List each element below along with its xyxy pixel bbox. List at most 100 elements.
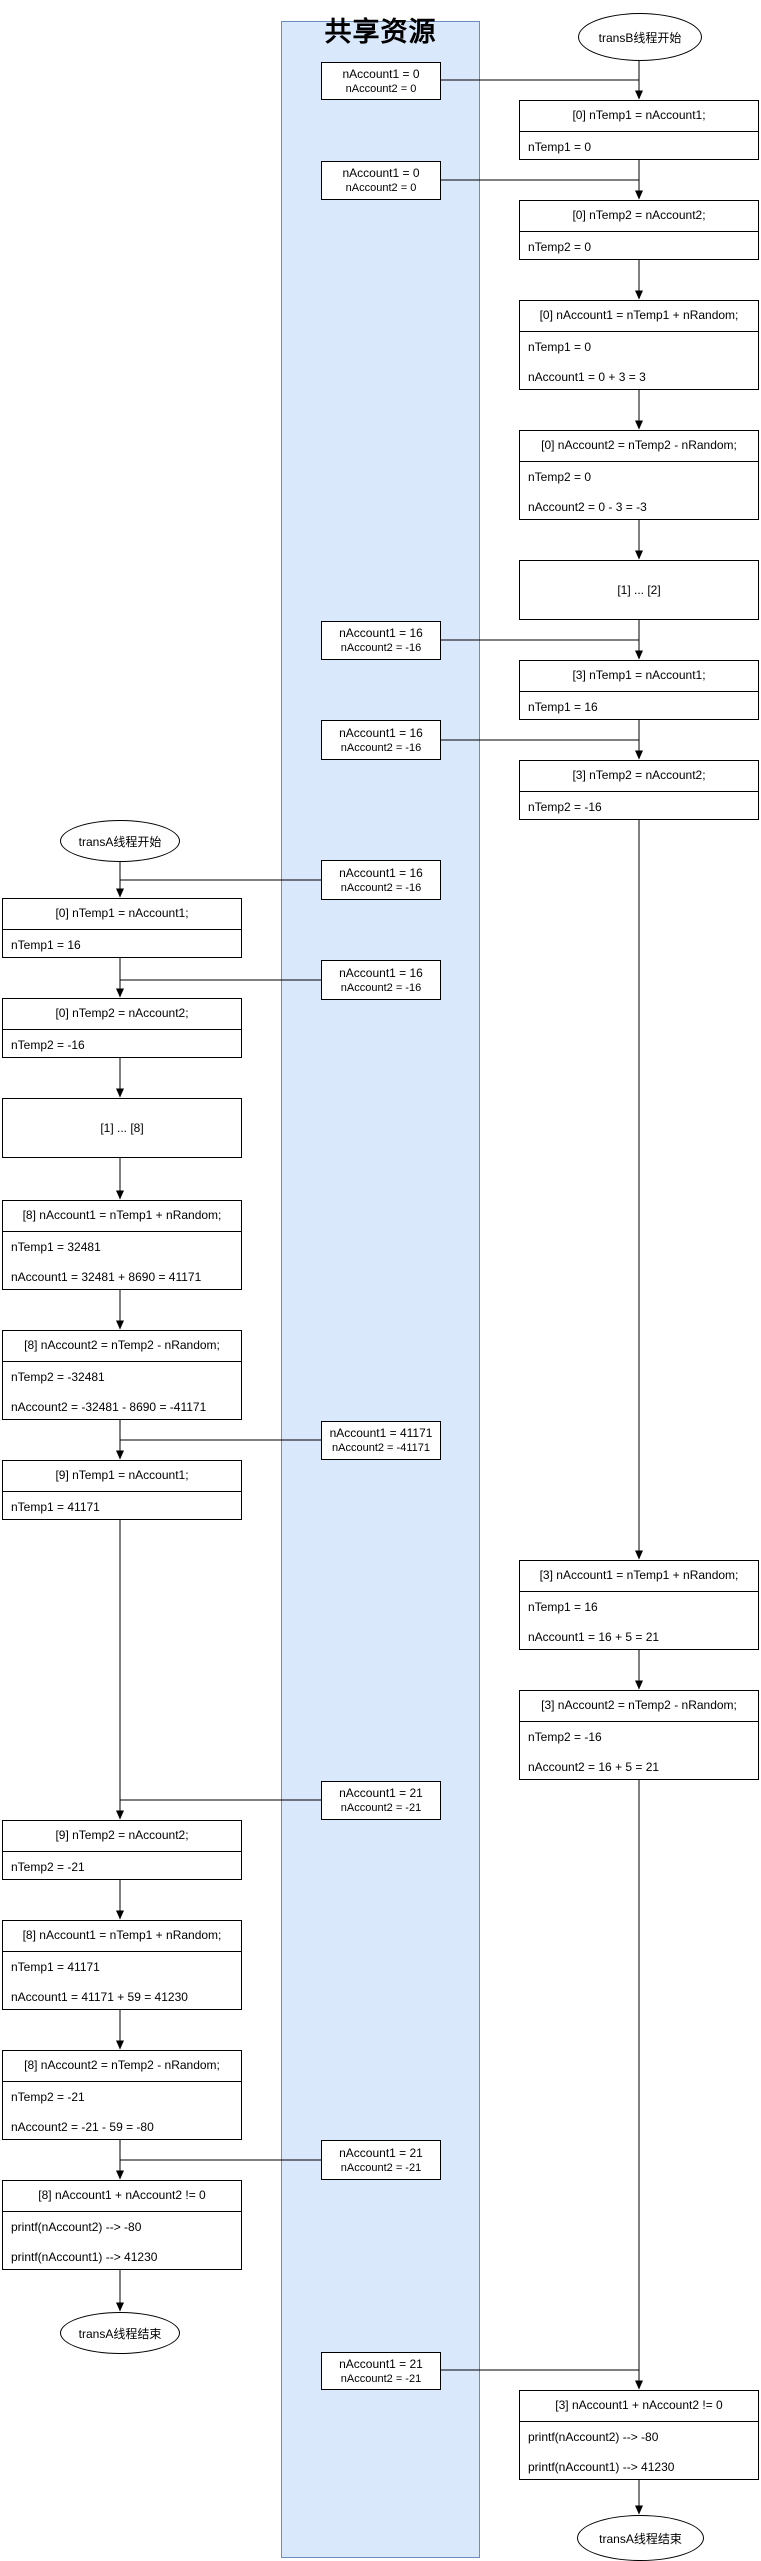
process-box-title: [8] nAccount1 = nTemp1 + nRandom; xyxy=(3,1921,241,1952)
process-box-transA-6: [9] nTemp2 = nAccount2; nTemp2 = -21 xyxy=(2,1820,242,1880)
process-box-line: nAccount1 = 0 + 3 = 3 xyxy=(528,370,646,384)
process-box-title: [3] nAccount1 + nAccount2 != 0 xyxy=(520,2391,758,2422)
process-box-title: [0] nTemp2 = nAccount2; xyxy=(3,999,241,1030)
process-box-transB-6: [3] nTemp2 = nAccount2; nTemp2 = -16 xyxy=(519,760,759,820)
process-box-title: [8] nAccount2 = nTemp2 - nRandom; xyxy=(3,1331,241,1362)
process-box-line: nTemp1 = 32481 xyxy=(11,1240,101,1254)
shared-value-line: nAccount2 = -16 xyxy=(340,741,422,754)
process-box-transB-4: [1] ... [2] xyxy=(519,560,759,620)
shared-value-line: nAccount1 = 16 xyxy=(339,965,423,980)
shared-value-line: nAccount2 = 0 xyxy=(345,182,417,194)
process-box-title: [0] nTemp1 = nAccount1; xyxy=(520,101,758,132)
process-box-line: nTemp2 = -16 xyxy=(11,1038,85,1052)
process-box-transA-1: [0] nTemp2 = nAccount2; nTemp2 = -16 xyxy=(2,998,242,1058)
process-box-line: nTemp2 = -16 xyxy=(528,1730,602,1744)
process-box-transA-7: [8] nAccount1 = nTemp1 + nRandom; nTemp1 … xyxy=(2,1920,242,2010)
process-box-transB-2: [0] nAccount1 = nTemp1 + nRandom; nTemp1 … xyxy=(519,300,759,390)
process-box-transA-8: [8] nAccount2 = nTemp2 - nRandom; nTemp2 … xyxy=(2,2050,242,2140)
process-box-transA-3: [8] nAccount1 = nTemp1 + nRandom; nTemp1 … xyxy=(2,1200,242,1290)
process-box-title: [0] nTemp1 = nAccount1; xyxy=(3,899,241,930)
shared-value-line: nAccount2 = 0 xyxy=(345,82,417,95)
shared-value-line: nAccount1 = 21 xyxy=(339,1786,423,1800)
process-box-line: nTemp1 = 0 xyxy=(528,140,592,154)
process-box-transB-0: [0] nTemp1 = nAccount1; nTemp1 = 0 xyxy=(519,100,759,160)
process-box-line: nTemp1 = 0 xyxy=(528,340,592,354)
process-box-title: [3] nTemp2 = nAccount2; xyxy=(520,761,758,792)
shared-value-line: nAccount1 = 21 xyxy=(339,2356,423,2371)
process-box-title: [0] nAccount2 = nTemp2 - nRandom; xyxy=(520,431,758,462)
process-box-line: nAccount1 = 32481 + 8690 = 41171 xyxy=(11,1270,202,1284)
shared-value-line: nAccount1 = 16 xyxy=(339,626,423,640)
shared-value-line: nAccount2 = -41171 xyxy=(332,1442,430,1454)
process-box-title: [3] nAccount1 = nTemp1 + nRandom; xyxy=(520,1561,758,1592)
process-box-title: [8] nAccount2 = nTemp2 - nRandom; xyxy=(3,2051,241,2082)
process-box-line: nTemp2 = -21 xyxy=(11,1860,85,1874)
process-box-title: [8] nAccount1 + nAccount2 != 0 xyxy=(3,2181,241,2212)
shared-resources-region xyxy=(281,21,480,2558)
ellipse-transB-start: transB线程开始 xyxy=(578,13,702,61)
process-box-title: [0] nTemp2 = nAccount2; xyxy=(520,201,758,232)
shared-value-line: nAccount1 = 0 xyxy=(342,166,420,180)
process-box-line: printf(nAccount2) --> -80 xyxy=(11,2220,142,2234)
process-box-transA-5: [9] nTemp1 = nAccount1; nTemp1 = 41171 xyxy=(2,1460,242,1520)
shared-value-line: nAccount1 = 21 xyxy=(339,2145,423,2160)
process-box-line: nTemp1 = 41171 xyxy=(11,1960,100,1974)
process-box-line: nAccount2 = 16 + 5 = 21 xyxy=(528,1760,660,1774)
process-box-transB-9: [3] nAccount1 + nAccount2 != 0 printf(nAc… xyxy=(519,2390,759,2480)
process-box-transB-3: [0] nAccount2 = nTemp2 - nRandom;nTemp2 … xyxy=(519,430,759,520)
shared-value-line: nAccount2 = -16 xyxy=(340,642,422,654)
process-box-line: nTemp2 = -32481 xyxy=(11,1370,105,1384)
process-box-line: nTemp1 = 41171 xyxy=(11,1500,100,1514)
process-box-transA-2: [1] ... [8] xyxy=(2,1098,242,1158)
process-box-line: nAccount1 = 16 + 5 = 21 xyxy=(528,1630,660,1644)
shared-value-box-7: nAccount1 = 21 nAccount2 = -21 xyxy=(321,1781,441,1820)
process-box-transB-5: [3] nTemp1 = nAccount1; nTemp1 = 16 xyxy=(519,660,759,720)
process-box-line: nTemp2 = -21 xyxy=(11,2090,85,2104)
process-box-title: [3] nTemp1 = nAccount1; xyxy=(520,661,758,692)
process-box-title: [8] nAccount1 = nTemp1 + nRandom; xyxy=(3,1201,241,1232)
shared-value-box-6: nAccount1 = 41171 nAccount2 = -41171 xyxy=(321,1421,441,1460)
process-box-title: [0] nAccount1 = nTemp1 + nRandom; xyxy=(520,301,758,332)
process-box-line: printf(nAccount1) --> 41230 xyxy=(11,2250,158,2264)
shared-value-line: nAccount2 = -21 xyxy=(340,1802,422,1814)
shared-value-line: nAccount2 = -21 xyxy=(340,2161,422,2174)
process-box-line: nTemp2 = 0 xyxy=(528,240,592,254)
process-box-line: printf(nAccount1) --> 41230 xyxy=(528,2460,675,2474)
process-box-title: [3] nAccount2 = nTemp2 - nRandom; xyxy=(520,1691,758,1722)
process-box-title: [1] ... [8] xyxy=(100,1120,144,1135)
shared-value-line: nAccount1 = 16 xyxy=(339,865,423,880)
process-box-line: nTemp2 = -16 xyxy=(528,800,602,814)
process-box-transB-1: [0] nTemp2 = nAccount2; nTemp2 = 0 xyxy=(519,200,759,260)
process-box-transA-4: [8] nAccount2 = nTemp2 - nRandom; nTemp2 … xyxy=(2,1330,242,1420)
shared-value-line: nAccount1 = 0 xyxy=(342,66,420,81)
shared-value-line: nAccount2 = -16 xyxy=(340,881,422,894)
process-box-line: nAccount2 = 0 - 3 = -3 xyxy=(528,500,647,514)
process-box-line: nAccount1 = 41171 + 59 = 41230 xyxy=(11,1990,188,2004)
process-box-line: nTemp1 = 16 xyxy=(11,938,81,952)
process-box-line: nAccount2 = -21 - 59 = -80 xyxy=(11,2120,154,2134)
process-box-title: [9] nTemp2 = nAccount2; xyxy=(3,1821,241,1852)
ellipse-transB-end: transA线程结束 xyxy=(577,2515,704,2561)
process-box-transA-9: [8] nAccount1 + nAccount2 != 0 printf(nAc… xyxy=(2,2180,242,2270)
shared-value-line: nAccount2 = -21 xyxy=(340,2372,422,2385)
shared-value-line: nAccount1 = 16 xyxy=(339,725,423,740)
process-box-line: printf(nAccount2) --> -80 xyxy=(528,2430,659,2444)
shared-value-line: nAccount1 = 41171 xyxy=(329,1426,433,1440)
process-box-line: nTemp1 = 16 xyxy=(528,700,598,714)
shared-value-box-1: nAccount1 = 0 nAccount2 = 0 xyxy=(321,161,441,200)
process-box-line: nAccount2 = -32481 - 8690 = -41171 xyxy=(11,1400,207,1414)
process-box-title: [9] nTemp1 = nAccount1; xyxy=(3,1461,241,1492)
process-box-transB-7: [3] nAccount1 = nTemp1 + nRandom;nTemp1 … xyxy=(519,1560,759,1650)
ellipse-transA-start: transA线程开始 xyxy=(60,820,180,862)
ellipse-transA-end: transA线程结束 xyxy=(60,2312,180,2354)
shared-value-box-2: nAccount1 = 16 nAccount2 = -16 xyxy=(321,621,441,660)
process-box-title: [1] ... [2] xyxy=(617,582,661,597)
